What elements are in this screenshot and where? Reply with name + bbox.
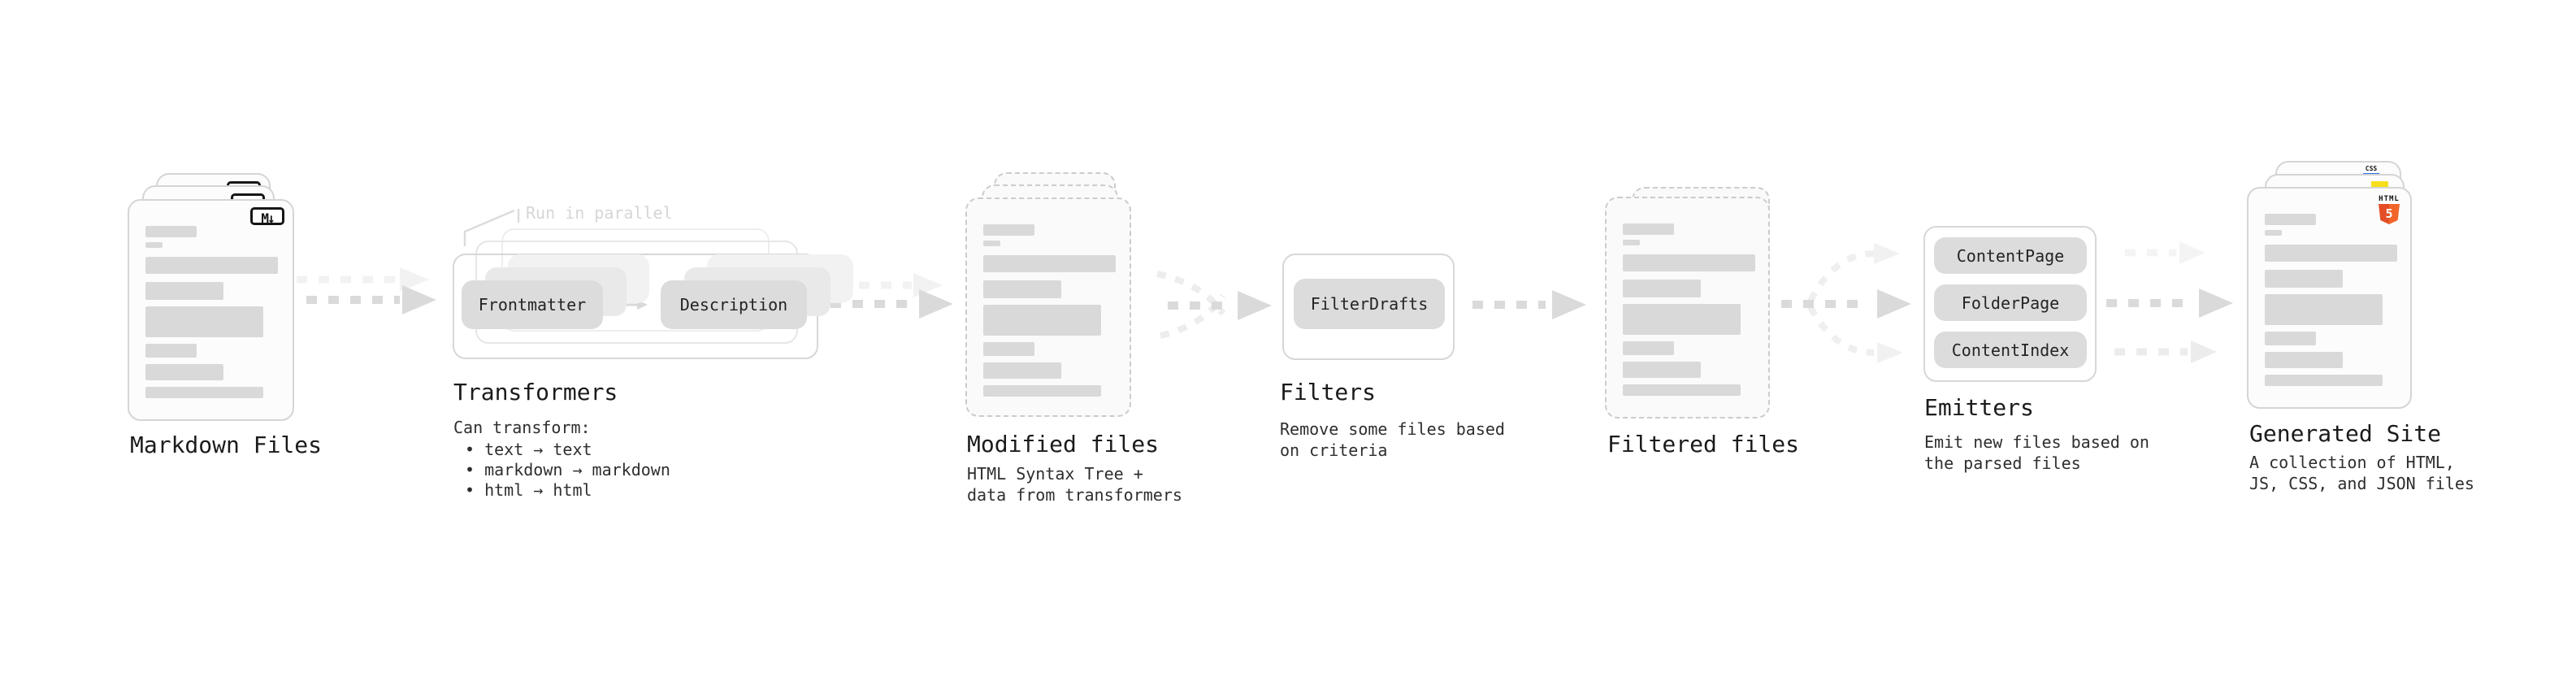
css-icon-label: CSS bbox=[2365, 165, 2378, 172]
node-subtitle: Can transform: bbox=[453, 418, 591, 437]
subtitle-line: Emit new files based on bbox=[1924, 432, 2149, 452]
html5-icon-shield: 5 bbox=[2379, 204, 2400, 224]
node-title: Filters bbox=[1280, 379, 1377, 406]
node-title: Modified files bbox=[967, 431, 1160, 458]
node-title: Generated Site bbox=[2249, 420, 2442, 447]
markdown-icon: M↓ bbox=[250, 207, 284, 226]
html5-icon-label: HTML bbox=[2379, 195, 2400, 203]
subtitle-line: A collection of HTML, bbox=[2249, 453, 2455, 472]
file-card-front: M↓ bbox=[128, 199, 294, 421]
parallel-note: Run in parallel bbox=[526, 203, 673, 223]
transform-bullet-list: • text → text • markdown → markdown • ht… bbox=[465, 440, 670, 501]
subtitle-line: HTML Syntax Tree + bbox=[967, 464, 1143, 484]
node-subtitle: Remove some files based on criteria bbox=[1280, 419, 1505, 461]
node-subtitle: A collection of HTML, JS, CSS, and JSON … bbox=[2249, 452, 2474, 494]
subtitle-line: data from transformers bbox=[967, 485, 1182, 505]
node-title: Emitters bbox=[1924, 394, 2034, 421]
bullet-item: • html → html bbox=[465, 480, 592, 500]
arrow-markdown-to-transformers bbox=[297, 267, 436, 314]
node-subtitle: Emit new files based on the parsed files bbox=[1924, 432, 2149, 474]
pill-description: Description bbox=[661, 280, 807, 329]
pill-contentindex: ContentIndex bbox=[1934, 332, 2087, 368]
arrow-filters-to-filtered bbox=[1472, 290, 1586, 319]
node-title: Markdown Files bbox=[130, 432, 323, 458]
file-card-front: HTML 5 bbox=[2247, 187, 2412, 409]
subtitle-line: the parsed files bbox=[1924, 453, 2081, 473]
file-card-front bbox=[965, 197, 1131, 417]
arrow-filtered-to-emitters bbox=[1781, 243, 1911, 363]
pill-filterdrafts: FilterDrafts bbox=[1294, 279, 1445, 329]
pill-frontmatter: Frontmatter bbox=[462, 280, 603, 329]
node-title: Transformers bbox=[453, 379, 618, 406]
pill-contentpage: ContentPage bbox=[1934, 237, 2087, 274]
bullet-item: • text → text bbox=[465, 440, 592, 459]
html5-icon: HTML 5 bbox=[2377, 196, 2401, 224]
arrow-modified-to-filters bbox=[1156, 271, 1272, 339]
file-card-front bbox=[1605, 197, 1770, 419]
js-icon bbox=[2371, 181, 2388, 189]
node-subtitle: HTML Syntax Tree + data from transformer… bbox=[967, 463, 1182, 505]
subtitle-line: on criteria bbox=[1280, 440, 1388, 460]
subtitle-line: JS, CSS, and JSON files bbox=[2249, 474, 2474, 493]
arrow-emitters-to-site bbox=[2106, 241, 2233, 363]
subtitle-line: Remove some files based bbox=[1280, 419, 1505, 439]
node-title: Filtered files bbox=[1607, 431, 1800, 458]
pill-folderpage: FolderPage bbox=[1934, 284, 2087, 321]
bullet-item: • markdown → markdown bbox=[465, 460, 670, 479]
